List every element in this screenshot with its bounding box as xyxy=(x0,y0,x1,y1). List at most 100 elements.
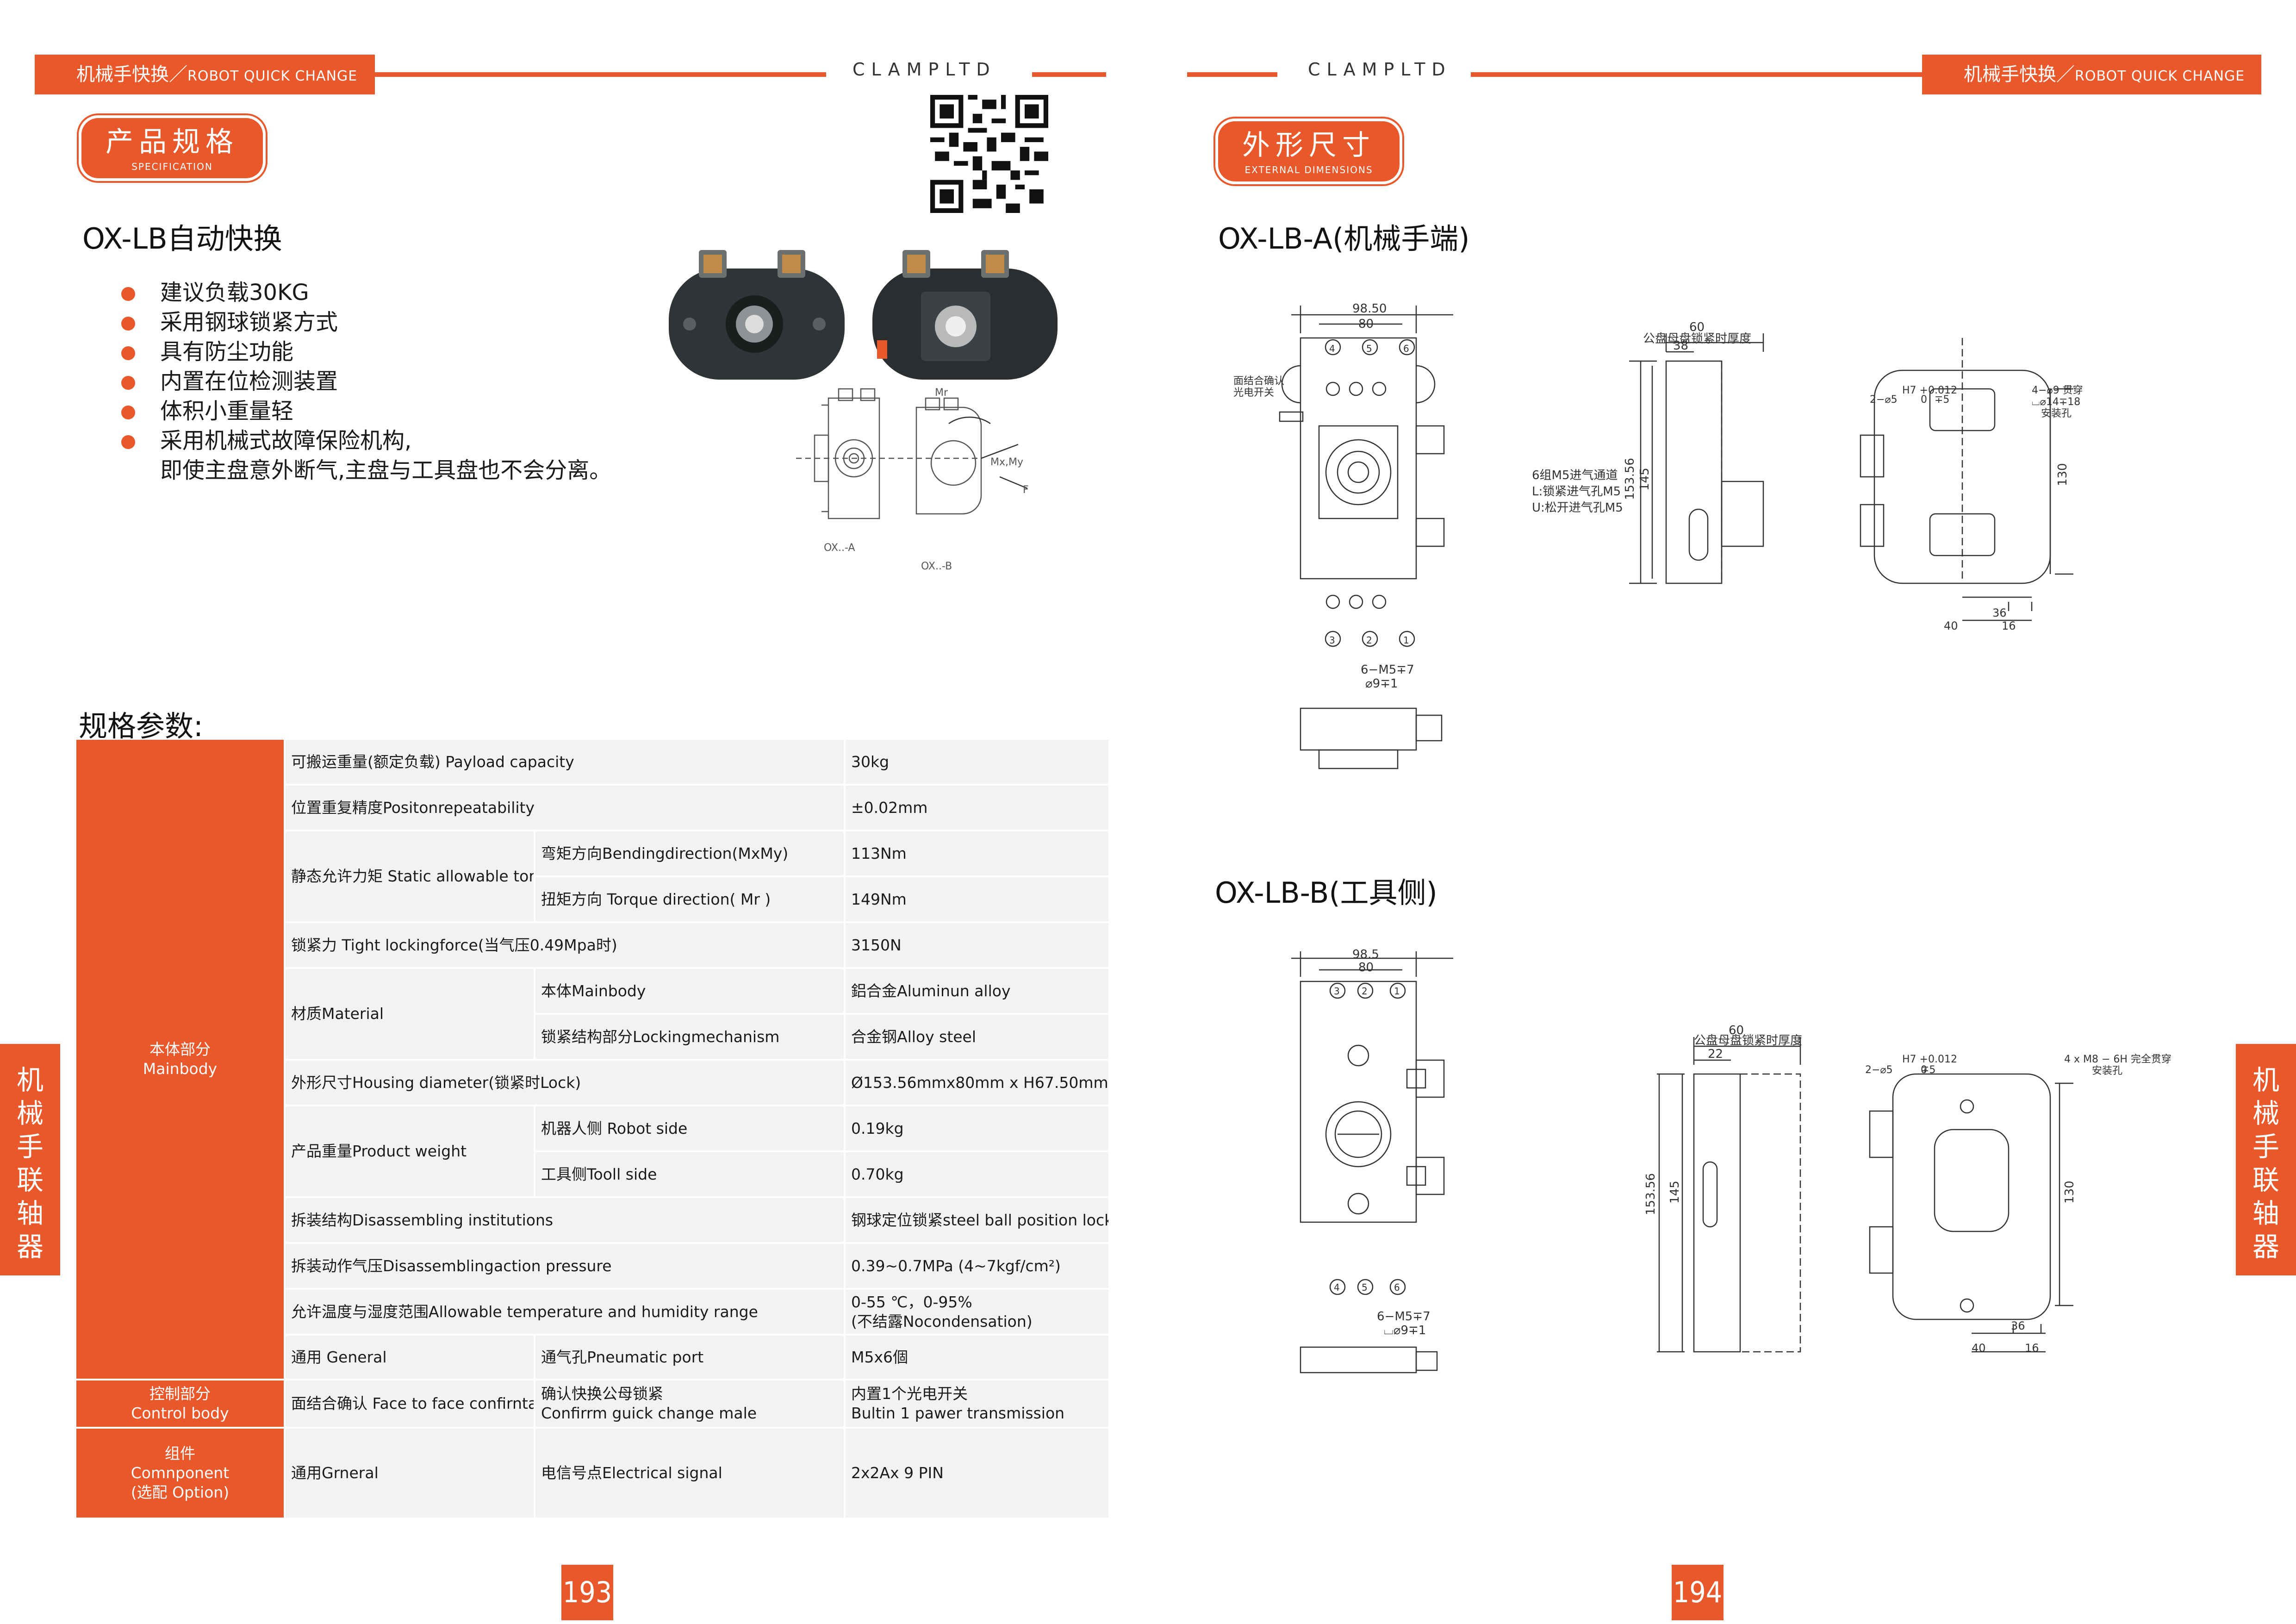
group-cn: 控制部分 xyxy=(149,1385,211,1403)
header-tab-cn: 机械手快换／ xyxy=(1964,64,2075,85)
dim-text: 1 xyxy=(1394,986,1400,997)
group-mainbody: 本体部分 Mainbody xyxy=(76,740,284,1379)
spec-value-multi: 内置1个光电开关 Bultin 1 pawer transmission xyxy=(846,1380,1108,1427)
left-header-line-2 xyxy=(1032,72,1106,77)
left-section-pill: 产品规格 SPECIFICATION xyxy=(81,118,263,178)
spec-value: ±0.02mm xyxy=(846,786,1108,830)
spec-subcell-line: Confirrm guick change male xyxy=(541,1404,757,1422)
dim-text: 安装孔 xyxy=(2092,1065,2122,1077)
drawing-b: 98.5 80 3 2 1 4 5 6 6−M5∓7 ⌴⌀9∓1 60 公盘母盘… xyxy=(1291,948,2172,1374)
dim-text: 面结合确认 xyxy=(1233,375,1284,387)
spec-value-line: 0-55 ℃，0-95% xyxy=(851,1293,972,1311)
label-mr: Mr xyxy=(935,387,948,399)
feature-item: 内置在位检测装置 xyxy=(121,367,611,396)
spec-cell: 通用 General xyxy=(286,1336,534,1379)
group-en: Mainbody xyxy=(143,1060,218,1078)
spec-subcell: 机器人侧 Robot side xyxy=(535,1106,844,1150)
dim-text: 6 xyxy=(1394,1282,1400,1293)
spec-value: 钢球定位锁紧steel ball position lock xyxy=(846,1198,1108,1242)
spec-value-line: (不结露Nocondensation) xyxy=(851,1312,1033,1330)
feature-item: 体积小重量轻 xyxy=(121,396,611,426)
spec-cell: 拆装动作气压Disassemblingaction pressure xyxy=(286,1244,844,1288)
feature-item: 采用钢球锁紧方式 xyxy=(121,307,611,337)
spec-value: 2x2Ax 9 PIN xyxy=(846,1429,1108,1518)
dim-text: ∓5 xyxy=(1935,394,1949,406)
spec-value-multi: 0-55 ℃，0-95% (不结露Nocondensation) xyxy=(846,1290,1108,1334)
spec-cell: 面结合确认 Face to face confirntation xyxy=(286,1380,534,1427)
dim-text: 80 xyxy=(1358,317,1374,331)
dim-text: 130 xyxy=(2056,463,2070,486)
exploded-diagram: OX..-A OX..-B Mr Mx,My F xyxy=(796,387,1029,572)
spec-subcell-line: 确认快换公母锁紧 xyxy=(541,1385,663,1403)
dim-text: H7 +0.012 xyxy=(1902,385,1957,396)
feature-item: 建议负载30KG xyxy=(121,278,611,307)
header-tab-en: ROBOT QUICK CHANGE xyxy=(2075,68,2245,84)
dim-text: 38 xyxy=(1673,339,1688,353)
spec-value: 0.39~0.7MPa (4~7kgf/cm²) xyxy=(846,1244,1108,1288)
dim-text: 2−⌀5 xyxy=(1865,1064,1893,1076)
dim-text: 80 xyxy=(1358,961,1374,974)
drawing-b-title: OX-LB-B(工具侧) xyxy=(1215,876,1437,910)
spec-table: 本体部分 Mainbody 控制部分 Control body 组件 Comnp… xyxy=(76,740,1108,1518)
spec-value: 113Nm xyxy=(846,831,1108,875)
dim-text: 6−M5∓7 xyxy=(1361,663,1414,677)
group-extra: (选配 Option) xyxy=(131,1483,230,1501)
spec-subcell: 工具侧Tooll side xyxy=(535,1152,844,1196)
right-header-tab: 机械手快换／ROBOT QUICK CHANGE xyxy=(1922,55,2261,94)
dim-text: 153.56 xyxy=(1644,1173,1658,1215)
spec-title: 规格参数: xyxy=(79,709,203,743)
tool-side-unit xyxy=(872,250,1058,380)
dim-text: 98.50 xyxy=(1352,302,1387,316)
spec-value: Ø153.56mmx80mm x H67.50mm xyxy=(846,1061,1108,1105)
spec-cell: 产品重量Product weight xyxy=(286,1106,534,1196)
page-number-left: 193 xyxy=(561,1565,613,1620)
dim-text: 145 xyxy=(1638,468,1652,491)
spec-subcell: 本体Mainbody xyxy=(535,969,844,1013)
spec-subcell: 电信号点Electrical signal xyxy=(535,1429,844,1518)
feature-item: 即使主盘意外断气,主盘与工具盘也不会分离。 xyxy=(160,457,612,483)
right-section-pill: 外形尺寸 EXTERNAL DIMENSIONS xyxy=(1218,121,1400,181)
dim-text: 40 xyxy=(1972,1342,1986,1355)
header-tab-en: ROBOT QUICK CHANGE xyxy=(187,68,358,84)
dim-text: 2 xyxy=(1366,635,1372,646)
section-title-en: SPECIFICATION xyxy=(131,161,213,172)
product-photo xyxy=(669,250,1058,380)
dim-text: ⌴⌀14∓18 xyxy=(2032,396,2080,408)
spec-value: 鋁合金Aluminun alloy xyxy=(846,969,1108,1013)
dim-text: 153.56 xyxy=(1623,458,1637,500)
dim-text: ∓5 xyxy=(1921,1064,1935,1076)
right-brand: CLAMPLTD xyxy=(1308,59,1452,80)
spec-cell: 通用Grneral xyxy=(286,1429,534,1518)
product-title: OX-LB自动快换 xyxy=(82,222,282,256)
spec-value: 3150N xyxy=(846,923,1108,967)
dim-text: 60 xyxy=(1729,1024,1744,1037)
left-header-line xyxy=(375,72,826,77)
left-header-tab: 机械手快换／ROBOT QUICK CHANGE xyxy=(35,55,375,94)
dim-text: 3 xyxy=(1329,635,1335,646)
section-title-cn: 产品规格 xyxy=(106,126,239,158)
right-header-line xyxy=(1187,72,1277,77)
spec-cell: 材质Material xyxy=(286,969,534,1059)
dim-text: 36 xyxy=(1992,606,2007,619)
spec-value-line: 内置1个光电开关 xyxy=(851,1385,968,1403)
label-b: OX..-B xyxy=(921,561,952,572)
dim-text: 公盘母盘锁紧时厚度 xyxy=(1694,1034,1802,1048)
dim-text: 16 xyxy=(2025,1342,2039,1355)
spec-value: 0.19kg xyxy=(846,1106,1108,1150)
dim-text: 6组M5进气通道 xyxy=(1532,468,1618,482)
spec-cell: 锁紧力 Tight lockingforce(当气压0.49Mpa时) xyxy=(286,923,844,967)
right-header-line-2 xyxy=(1471,72,1922,77)
dim-text: 4−⌀9 贯穿 xyxy=(2032,385,2083,396)
robot-side-unit xyxy=(669,250,845,380)
spec-subcell-multi: 确认快换公母锁紧 Confirrm guick change male xyxy=(535,1380,844,1427)
group-en: Comnponent xyxy=(131,1464,230,1482)
group-component: 组件 Comnponent (选配 Option) xyxy=(76,1429,284,1518)
dim-text: ⌀9∓1 xyxy=(1365,677,1398,691)
dim-text: 40 xyxy=(1944,619,1958,632)
dim-text: 2 xyxy=(1362,986,1368,997)
dim-text: ⌴⌀9∓1 xyxy=(1384,1324,1426,1337)
spec-subcell: 通气孔Pneumatic port xyxy=(535,1336,844,1379)
spec-subcell: 扭矩方向 Torque direction( Mr ) xyxy=(535,877,844,921)
dim-text: 36 xyxy=(2011,1319,2025,1332)
drawing-a-title: OX-LB-A(机械手端) xyxy=(1218,222,1470,256)
